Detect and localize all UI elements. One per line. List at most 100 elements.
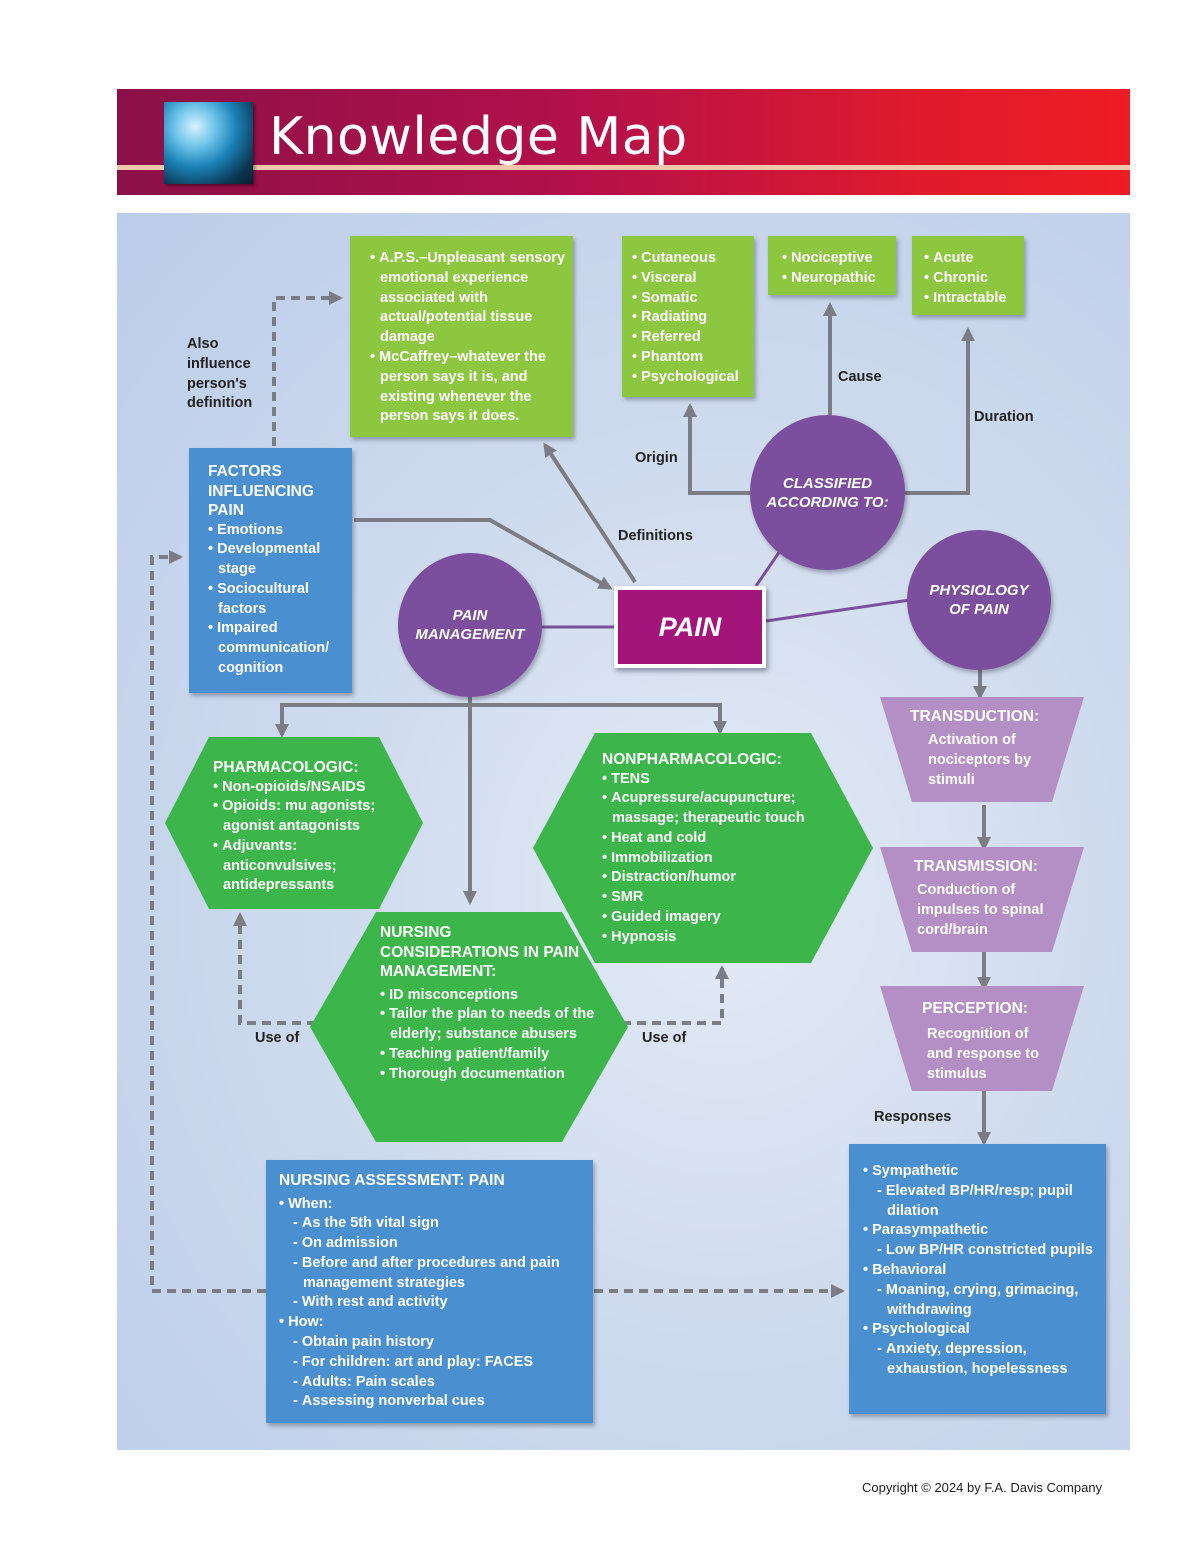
assessment-title: NURSING ASSESSMENT: PAIN: [279, 1172, 505, 1189]
transduction-shape: [880, 697, 1084, 802]
perception-shape: [880, 986, 1084, 1091]
link-pain-physiology: [765, 598, 911, 623]
definitions-box: A.P.S.–Unpleasant sensory emotional expe…: [350, 236, 573, 437]
pain-label: PAIN: [658, 611, 722, 642]
management-label: PAIN MANAGEMENT: [415, 607, 525, 643]
assessment-when-label: When:: [279, 1195, 587, 1215]
arrow-origin: [683, 403, 750, 495]
factor-item: Sociocultural factors: [208, 580, 346, 620]
factor-item: Impaired communication/ cognition: [208, 619, 346, 678]
arrow-duration: [905, 327, 975, 495]
factors-title: FACTORS INFLUENCING PAIN: [208, 463, 314, 519]
nonpharmacologic-item: Acupressure/acupuncture; massage; therap…: [602, 789, 862, 829]
dashed-use-of-right: [622, 965, 729, 1025]
transduction-step: TRANSDUCTION: Activation of nociceptors …: [880, 697, 1084, 802]
origin-item: Somatic: [632, 289, 750, 309]
nursing-considerations-title: NURSING CONSIDERATIONS IN PAIN MANAGEMEN…: [380, 924, 580, 980]
classified-circle: CLASSIFIED ACCORDING TO:: [750, 415, 905, 570]
banner-photo: [164, 102, 253, 184]
page-title: Knowledge Map: [269, 107, 688, 167]
dashed-assessment-factors: [150, 550, 266, 1293]
assessment-how-item: Adults: Pain scales: [293, 1373, 587, 1393]
transmission-title: TRANSMISSION:: [914, 858, 1038, 875]
nursing-consideration-item: Teaching patient/family: [380, 1045, 620, 1065]
pharmacologic-item: Non-opioids/NSAIDS: [213, 778, 413, 798]
response-group-label: Behavioral: [863, 1261, 1100, 1281]
duration-box: Acute Chronic Intractable: [912, 236, 1024, 315]
duration-item: Chronic: [924, 269, 1020, 289]
response-item: Anxiety, depression, exhaustion, hopeles…: [877, 1340, 1100, 1380]
pharmacologic-hexagon: PHARMACOLOGIC: Non-opioids/NSAIDS Opioid…: [165, 737, 423, 909]
nonpharmacologic-item: Immobilization: [602, 849, 862, 869]
classified-label: CLASSIFIED ACCORDING TO:: [766, 474, 889, 511]
nonpharmacologic-item: Distraction/humor: [602, 868, 862, 888]
factor-item: Developmental stage: [208, 540, 346, 580]
definition-aps: A.P.S.–Unpleasant sensory emotional expe…: [370, 249, 565, 348]
duration-item: Acute: [924, 249, 1020, 269]
management-circle: PAIN MANAGEMENT: [398, 553, 542, 697]
perception-title: PERCEPTION:: [922, 1000, 1028, 1017]
copyright-notice: Copyright © 2024 by F.A. Davis Company: [862, 1480, 1103, 1495]
pain-center-box: PAIN: [614, 586, 766, 668]
assessment-how-item: Assessing nonverbal cues: [293, 1392, 587, 1412]
nonpharmacologic-item: TENS: [602, 770, 862, 790]
origin-item: Cutaneous: [632, 249, 750, 269]
tree-management: [280, 703, 722, 728]
origin-item: Radiating: [632, 308, 750, 328]
nonpharmacologic-item: Heat and cold: [602, 829, 862, 849]
response-item: Low BP/HR constricted pupils: [877, 1241, 1100, 1261]
assessment-when-item: Before and after procedures and pain man…: [293, 1254, 587, 1294]
response-group-label: Parasympathetic: [863, 1221, 1100, 1241]
response-group-label: Psychological: [863, 1320, 1100, 1340]
definition-mccaffrey: McCaffrey–whatever the person says it is…: [370, 348, 565, 427]
arrow-factors-pain: [354, 518, 613, 590]
label-responses: Responses: [874, 1109, 952, 1125]
transmission-step: TRANSMISSION: Conduction of impulses to …: [880, 847, 1084, 952]
label-use-of-right: Use of: [642, 1030, 687, 1046]
assessment-when-item: With rest and activity: [293, 1293, 587, 1313]
assessment-how-label: How:: [279, 1313, 587, 1333]
pharmacologic-title: PHARMACOLOGIC:: [213, 759, 359, 776]
assessment-how-item: Obtain pain history: [293, 1333, 587, 1353]
dashed-also-influence: [272, 291, 343, 446]
nursing-consideration-item: ID misconceptions: [380, 986, 620, 1006]
origin-item: Referred: [632, 328, 750, 348]
label-use-of-left: Use of: [255, 1030, 300, 1046]
assessment-when-item: On admission: [293, 1234, 587, 1254]
transmission-body: Conduction of impulses to spinal cord/br…: [917, 882, 1044, 938]
label-origin: Origin: [635, 450, 678, 466]
label-definitions: Definitions: [618, 528, 693, 544]
nursing-assessment-box: NURSING ASSESSMENT: PAIN When: As the 5t…: [266, 1160, 593, 1423]
dashed-use-of-left: [233, 912, 316, 1025]
origin-item: Psychological: [632, 368, 750, 388]
origin-item: Visceral: [632, 269, 750, 289]
label-also-influence: Also influence person's definition: [187, 336, 253, 412]
nonpharmacologic-item: Guided imagery: [602, 908, 862, 928]
perception-body: Recognition of and response to stimulus: [927, 1026, 1039, 1082]
factor-item: Emotions: [208, 521, 346, 541]
origin-item: Phantom: [632, 348, 750, 368]
assessment-when-item: As the 5th vital sign: [293, 1214, 587, 1234]
response-item: Moaning, crying, grimacing, withdrawing: [877, 1281, 1100, 1321]
cause-box: Nociceptive Neuropathic: [768, 236, 896, 295]
label-cause: Cause: [838, 369, 882, 385]
header-banner: Knowledge Map: [117, 89, 1130, 195]
physiology-circle: PHYSIOLOGY OF PAIN: [907, 530, 1051, 670]
nonpharmacologic-title: NONPHARMACOLOGIC:: [602, 751, 782, 768]
label-duration: Duration: [974, 409, 1034, 425]
perception-step: PERCEPTION: Recognition of and response …: [880, 986, 1084, 1091]
nonpharmacologic-item: SMR: [602, 888, 862, 908]
nonpharmacologic-hexagon: NONPHARMACOLOGIC: TENS Acupressure/acupu…: [533, 733, 873, 963]
nonpharmacologic-item: Hypnosis: [602, 928, 862, 948]
nursing-consideration-item: Tailor the plan to needs of the elderly;…: [380, 1005, 595, 1045]
responses-box: Sympathetic Elevated BP/HR/resp; pupil d…: [849, 1144, 1106, 1414]
response-group-label: Sympathetic: [863, 1162, 1100, 1182]
link-pain-classified: [754, 547, 784, 587]
origin-box: Cutaneous Visceral Somatic Radiating Ref…: [622, 236, 754, 397]
transduction-title: TRANSDUCTION:: [910, 708, 1040, 725]
transduction-body: Activation of nociceptors by stimuli: [928, 732, 1032, 788]
duration-item: Intractable: [924, 289, 1020, 309]
nursing-consideration-item: Thorough documentation: [380, 1065, 620, 1085]
nursing-considerations-hexagon: NURSING CONSIDERATIONS IN PAIN MANAGEMEN…: [310, 912, 628, 1142]
